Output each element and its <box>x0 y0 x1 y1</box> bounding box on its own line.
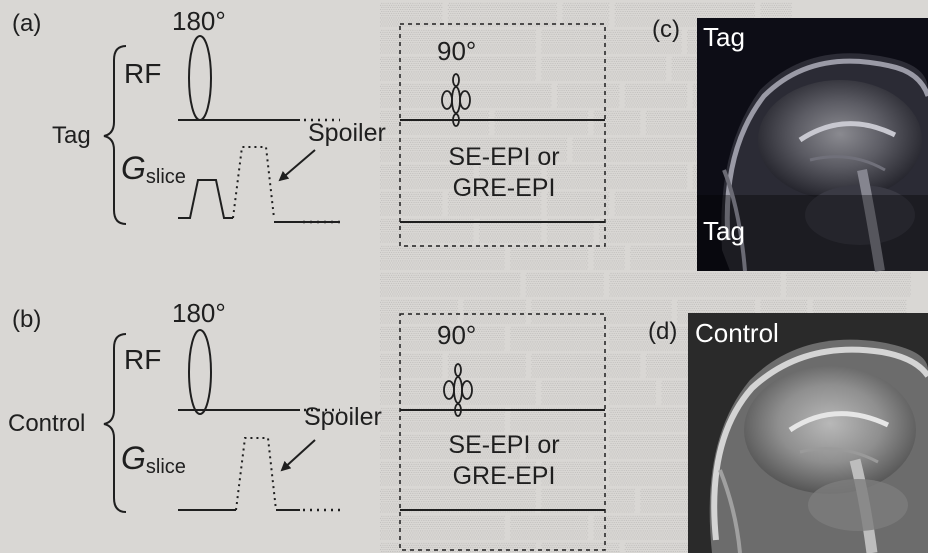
gslice-subscript-b: slice <box>145 456 186 478</box>
readout-line1-a: SE-EPI or <box>448 143 560 171</box>
mri-image-tag <box>697 18 928 272</box>
mri-image-control <box>688 313 928 553</box>
gslice-subscript-a: slice <box>145 166 186 188</box>
rf-90-pulse-a <box>441 73 471 127</box>
mri-tag-label-top: Tag <box>703 22 745 52</box>
angle-90-label-b: 90° <box>437 320 477 350</box>
angle-90-label-a: 90° <box>437 36 477 66</box>
readout-box-a <box>399 23 606 247</box>
spoiler-label-b: Spoiler <box>304 403 382 431</box>
brace-a <box>103 45 127 225</box>
mri-control-label: Control <box>695 318 779 348</box>
brace-b <box>103 333 127 513</box>
panel-a-sequence <box>103 23 606 247</box>
gslice-symbol-a: G <box>121 150 146 186</box>
readout-line2-b: GRE-EPI <box>452 462 556 490</box>
rf-label-a: RF <box>124 58 162 89</box>
readout-label-b: SE-EPI or GRE-EPI <box>404 430 604 492</box>
group-label-tag: Tag <box>52 122 91 149</box>
angle-180-label-b: 180° <box>172 298 226 328</box>
spoiler-arrow-b <box>280 439 316 472</box>
readout-box-b <box>399 313 606 551</box>
gslice-gradient-a <box>178 179 233 219</box>
panel-label-b: (b) <box>12 306 42 333</box>
spoiler-arrow-a <box>278 149 316 182</box>
readout-line1-b: SE-EPI or <box>448 431 560 459</box>
rf-180-pulse-b <box>188 329 212 415</box>
rf-label-b: RF <box>124 344 162 375</box>
panel-label-d: (d) <box>648 318 678 345</box>
panel-b-sequence <box>103 313 606 551</box>
angle-180-label-a: 180° <box>172 6 226 36</box>
group-label-control: Control <box>8 410 86 437</box>
spoiler-gradient-a <box>232 146 275 219</box>
mri-tag-label-bottom: Tag <box>703 216 745 246</box>
panel-label-a: (a) <box>12 10 42 37</box>
readout-line2-a: GRE-EPI <box>452 174 556 202</box>
spoiler-gradient-b <box>235 437 277 511</box>
gslice-label-a: Gslice <box>121 150 186 189</box>
panel-label-c: (c) <box>652 16 680 43</box>
gslice-symbol-b: G <box>121 440 146 476</box>
readout-label-a: SE-EPI or GRE-EPI <box>404 142 604 204</box>
rf-90-pulse-b <box>443 363 473 417</box>
gslice-label-b: Gslice <box>121 440 186 479</box>
rf-180-pulse-a <box>188 35 212 121</box>
spoiler-label-a: Spoiler <box>308 119 386 147</box>
